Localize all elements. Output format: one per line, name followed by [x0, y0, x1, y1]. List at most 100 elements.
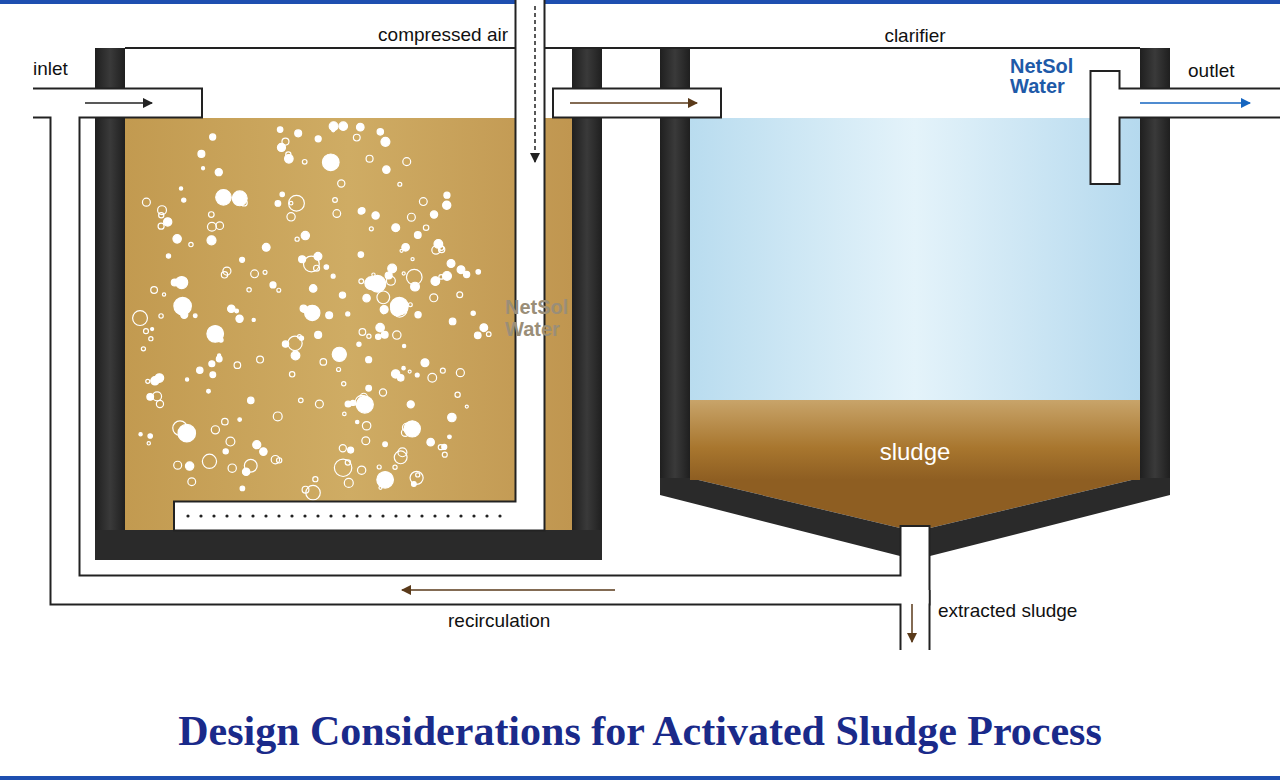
air-bubble: [209, 212, 215, 218]
air-bubble: [286, 152, 291, 157]
diffuser-hole: [446, 514, 449, 517]
tank-floor: [95, 530, 602, 560]
air-bubble: [315, 331, 322, 338]
air-bubble: [263, 270, 267, 274]
air-bubble: [411, 258, 414, 261]
air-bubble: [414, 232, 421, 239]
air-bubble: [407, 401, 414, 408]
air-bubble: [151, 377, 159, 385]
air-bubble: [339, 122, 347, 130]
air-bubble: [219, 338, 223, 342]
air-bubble: [315, 400, 323, 408]
air-bubble: [185, 378, 188, 381]
diffuser-hole: [472, 514, 475, 517]
flow-arrow: [402, 589, 615, 591]
air-bubble: [377, 129, 383, 135]
air-bubble: [343, 412, 347, 416]
air-bubble: [149, 337, 153, 341]
layer-name: sludge: [690, 438, 1140, 466]
air-bubble: [222, 418, 228, 424]
mixed-liquor: [125, 118, 572, 530]
air-bubble: [176, 277, 188, 289]
air-bubble: [247, 288, 251, 292]
diffuser-hole: [290, 514, 293, 517]
air-bubble: [359, 329, 366, 336]
air-bubble: [148, 434, 152, 438]
air-bubble: [439, 275, 444, 280]
air-bubble: [159, 213, 164, 218]
air-bubble: [342, 382, 346, 386]
air-bubble: [143, 329, 148, 334]
air-bubble: [238, 418, 242, 422]
flow-arrow: [570, 102, 697, 104]
air-bubble: [324, 265, 328, 269]
air-bubble: [376, 334, 381, 339]
air-bubble: [333, 198, 338, 203]
pipe-outlines: [33, 0, 1280, 650]
air-bubble: [153, 392, 162, 401]
air-bubble: [444, 192, 450, 198]
air-bubble: [211, 333, 218, 340]
air-bubble: [430, 294, 438, 302]
air-bubble: [173, 235, 181, 243]
air-bubble: [216, 222, 224, 230]
air-bubble: [300, 305, 307, 312]
air-bubble: [421, 359, 429, 367]
air-bubble: [271, 455, 279, 463]
air-bubble: [377, 291, 390, 304]
air-bubble: [346, 312, 350, 316]
diffuser-hole: [316, 514, 319, 517]
frame-line: [125, 47, 1140, 49]
air-bubble: [366, 385, 372, 391]
air-bubble: [314, 252, 322, 260]
air-bubble: [210, 372, 216, 378]
diffuser-hole: [394, 514, 397, 517]
air-label: compressed air: [378, 24, 508, 46]
air-bubble: [179, 187, 182, 190]
diffuser-hole: [459, 514, 462, 517]
air-bubble: [320, 359, 327, 366]
air-bubble: [257, 356, 264, 363]
air-bubble: [338, 180, 345, 187]
air-bubble: [210, 134, 216, 140]
air-bubble: [289, 372, 294, 377]
air-bubble: [474, 332, 481, 339]
air-bubble: [166, 254, 170, 258]
air-bubble: [457, 292, 463, 298]
air-bubble: [277, 127, 283, 133]
air-bubble: [380, 305, 388, 313]
air-bubble: [174, 461, 182, 469]
air-bubble: [404, 421, 420, 437]
air-bubble: [277, 288, 281, 292]
air-bubble: [416, 473, 420, 477]
air-bubble: [280, 192, 284, 196]
air-bubble: [277, 143, 285, 151]
top-band: [0, 0, 1280, 4]
air-bubble: [207, 222, 216, 231]
air-bubble: [302, 486, 309, 493]
air-bubble: [252, 318, 255, 321]
air-bubble: [322, 154, 339, 171]
air-bubble: [381, 137, 390, 146]
air-bubble: [133, 311, 148, 326]
air-bubble: [430, 211, 437, 218]
diffuser-hole: [420, 514, 423, 517]
air-bubble: [207, 236, 216, 245]
air-bubble: [302, 160, 307, 165]
logo-watermark: NetSol Water: [1010, 56, 1088, 96]
air-bubble: [333, 210, 341, 218]
inlet-label: inlet: [33, 58, 68, 80]
air-bubble: [356, 420, 359, 423]
sludge-outlet-label: extracted sludge: [938, 600, 1077, 622]
air-bubble: [365, 277, 378, 290]
tank-wall: [572, 48, 602, 560]
air-bubble: [402, 272, 405, 275]
air-bubble: [262, 243, 270, 251]
air-bubble: [402, 244, 410, 252]
air-bubble: [189, 242, 193, 246]
air-bubble: [234, 362, 241, 369]
air-bubble: [260, 448, 267, 455]
